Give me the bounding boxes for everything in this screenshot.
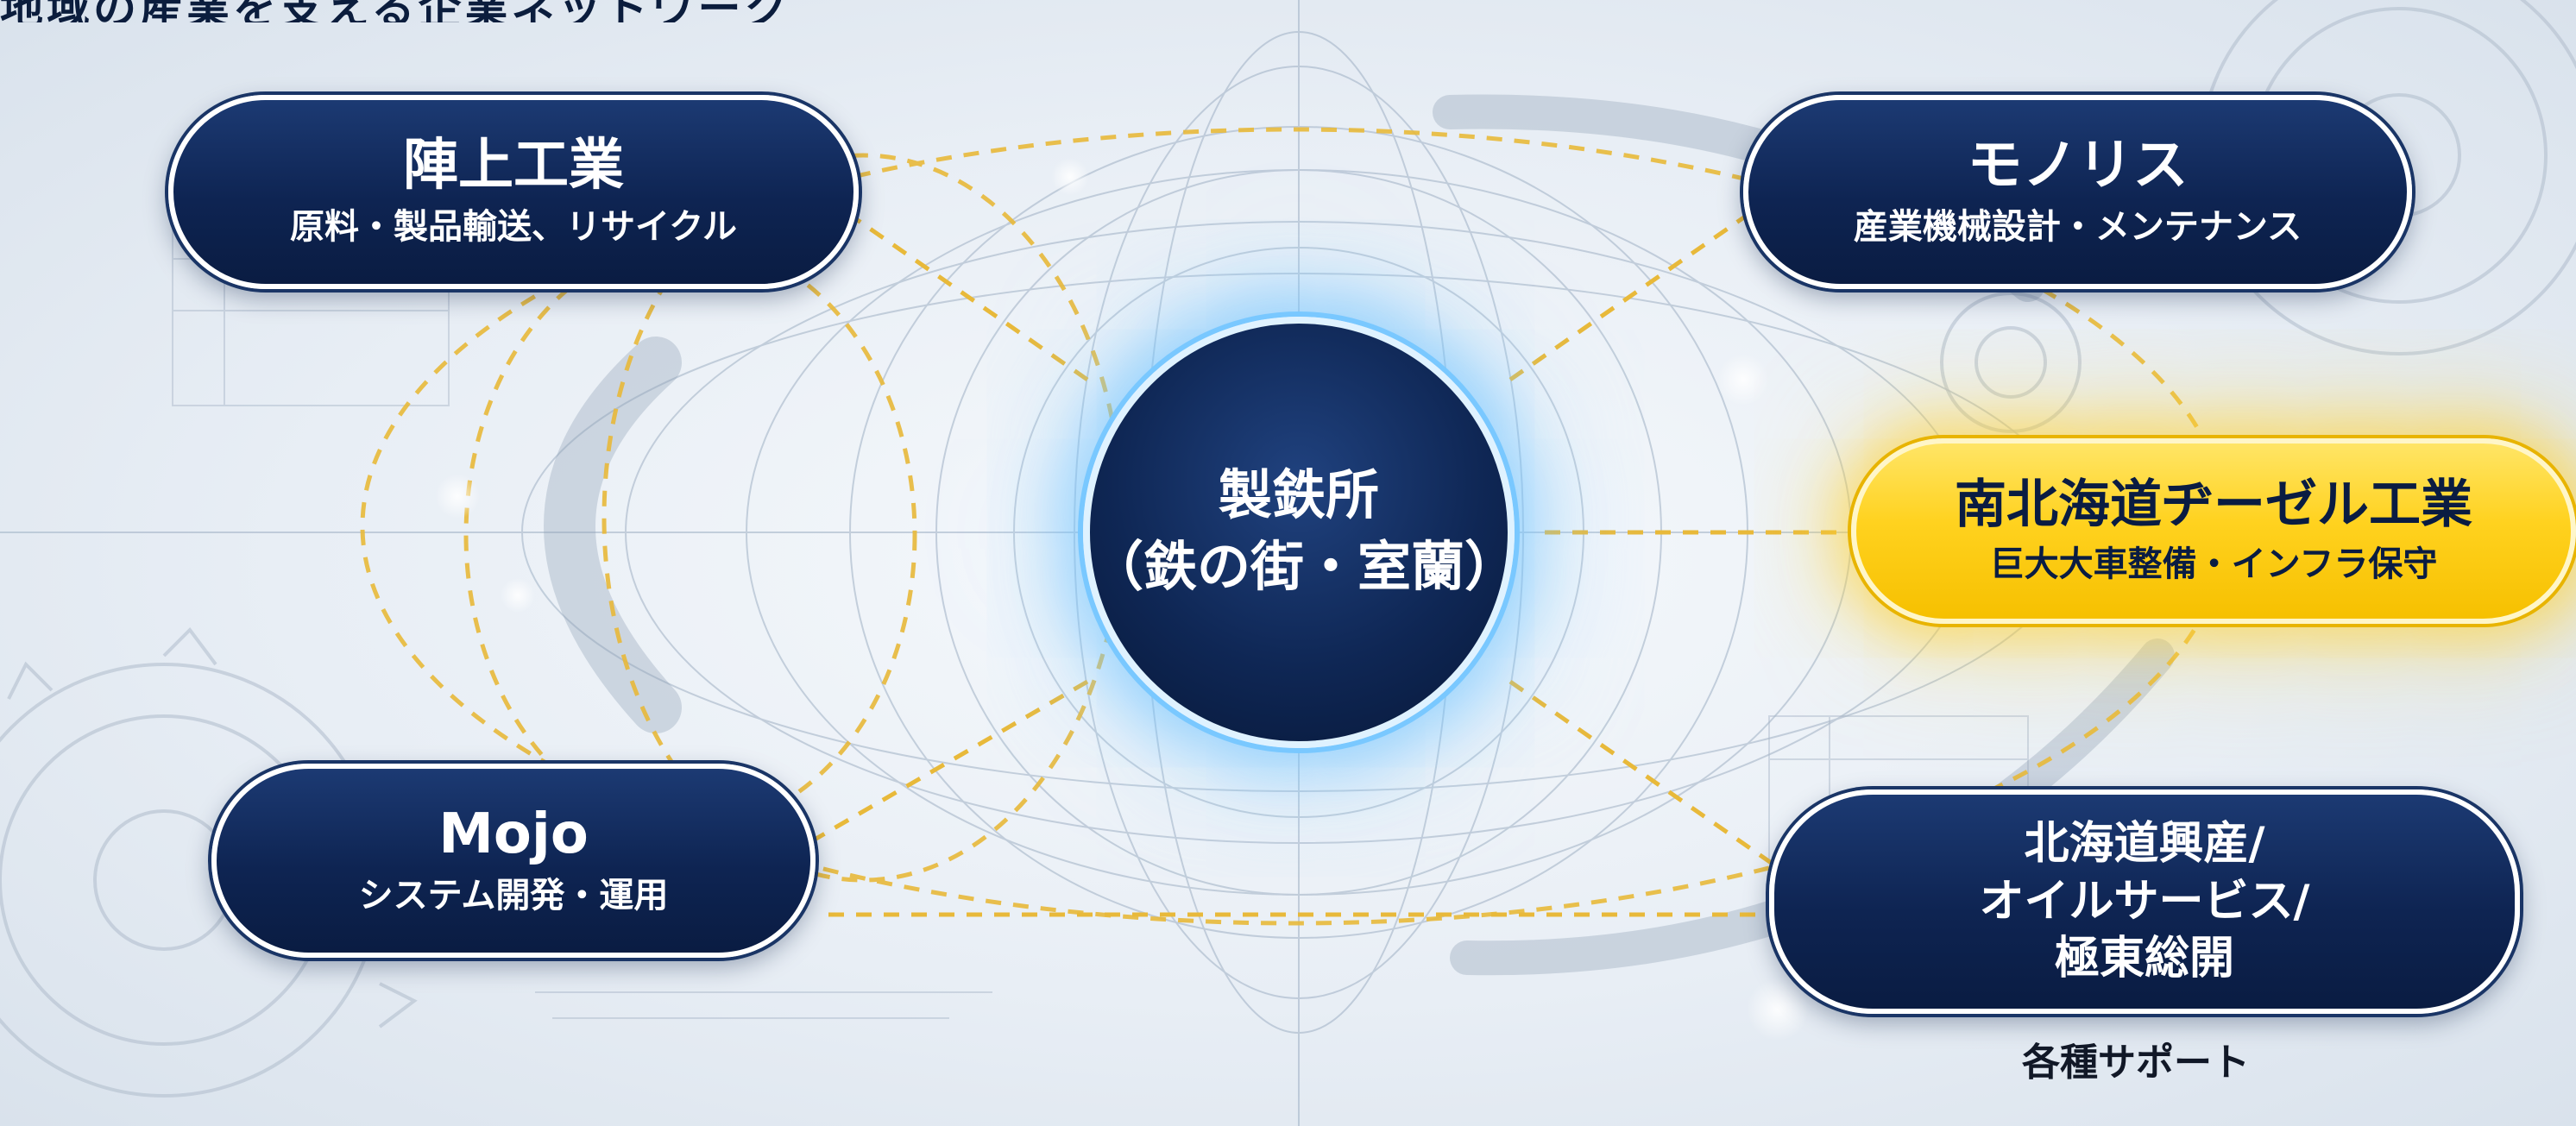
node-caption-support: 各種サポート [2022, 1041, 2250, 1085]
header-text: 地域の産業を支える企業ネットワーク [0, 0, 791, 22]
node-bottom-left: Mojo システム開発・運用 [211, 764, 816, 958]
node-top-right: モノリス 産業機械設計・メンテナンス [1743, 95, 2412, 289]
node-subtitle: 原料・製品輸送、リサイクル [290, 207, 737, 248]
node-line: オイルサービス/ [1979, 875, 2310, 928]
node-subtitle: システム開発・運用 [358, 876, 669, 916]
node-middle-right-highlight: 南北海道ヂーゼル工業 巨大大車整備・インフラ保守 [1851, 438, 2576, 624]
node-bottom-right: 北海道興産/ オイルサービス/ 極東総開 [1769, 789, 2520, 1014]
node-top-left: 陣上工業 原料・製品輸送、リサイクル [168, 95, 859, 289]
node-line: 北海道興産/ [2024, 818, 2265, 871]
node-subtitle: 産業機械設計・メンテナンス [1853, 207, 2302, 248]
node-title: Mojo [438, 802, 589, 866]
node-line: 極東総開 [2054, 933, 2234, 985]
center-hub-steelworks: 製鉄所 （鉄の街・室蘭） [1083, 317, 1519, 748]
node-subtitle: 巨大大車整備・インフラ保守 [1989, 544, 2438, 584]
sparkle-lights [435, 158, 1809, 1041]
center-title: 製鉄所 [1218, 462, 1379, 526]
node-title: 陣上工業 [403, 133, 624, 198]
header-strip: 地域の産業を支える企業ネットワーク [0, 0, 2576, 22]
center-subtitle: （鉄の街・室蘭） [1090, 534, 1519, 598]
node-title: モノリス [1967, 133, 2189, 198]
node-title: 南北海道ヂーゼル工業 [1955, 475, 2472, 535]
